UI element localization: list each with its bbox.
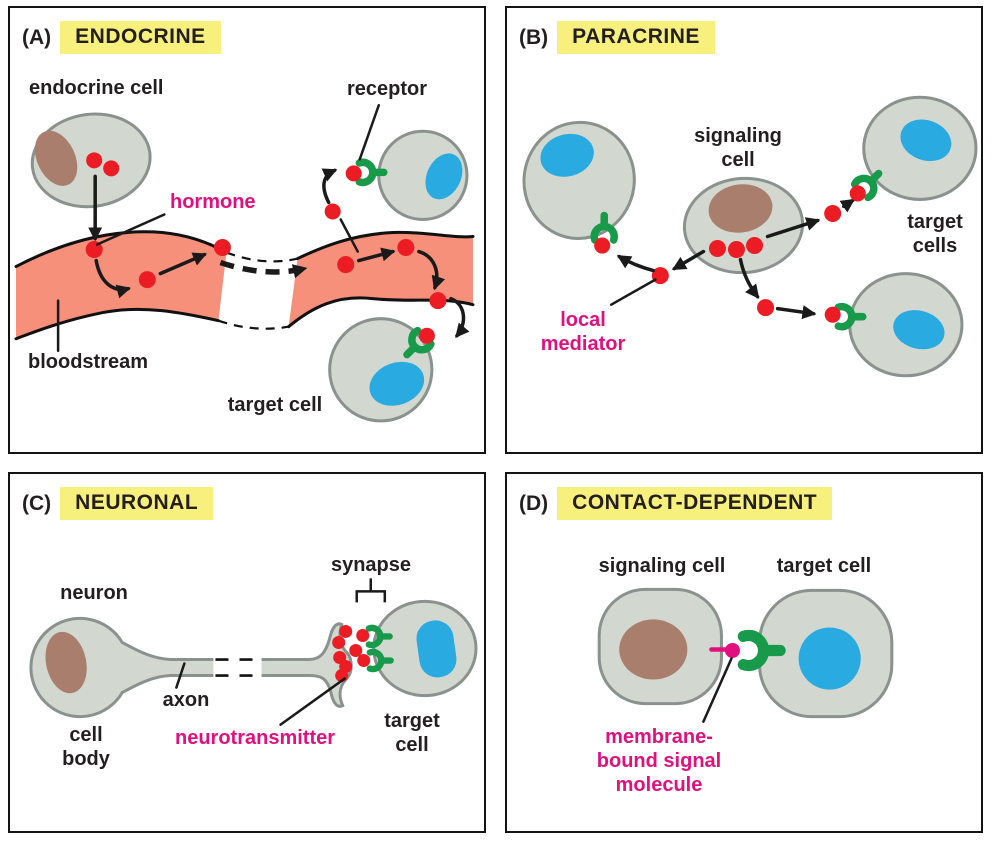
panel-a-letter: (A)	[22, 25, 52, 49]
target-cell-bottom-right-nucleus	[893, 310, 945, 350]
panel-endocrine: (A) ENDOCRINE endocrine cell receptor ho…	[8, 6, 486, 454]
target-cell-bottom-right	[824, 272, 964, 378]
panel-c-title-highlight: NEURONAL	[60, 487, 214, 520]
signaling-cell-nucleus	[708, 184, 773, 233]
target-cell-label: target cell	[776, 555, 872, 577]
neuron-nucleus	[45, 631, 87, 694]
neurotransmitter-label: neurotransmitter	[174, 727, 336, 749]
panel-neuronal: (C) NEURONAL neuron synapse axon cell bo…	[8, 472, 486, 833]
annotation-lines	[175, 578, 387, 726]
panel-a-graphic	[14, 103, 475, 423]
membrane-bound-signal-molecule-label: membrane- bound signal molecule	[596, 726, 722, 796]
target-cell-nucleus	[416, 620, 457, 678]
signaling-cell	[597, 587, 723, 706]
panel-paracrine: (B) PARACRINE signaling cell target cell…	[505, 6, 983, 454]
target-cells-label: target cells	[907, 211, 963, 257]
target-cell	[758, 588, 894, 719]
target-cell-upper-nucleus	[425, 153, 463, 200]
membrane-bound-signal-molecule-ball	[724, 642, 740, 659]
receptor-label: receptor	[346, 78, 428, 100]
target-cell	[372, 599, 478, 698]
target-cell-label: target cell	[384, 710, 440, 756]
panel-a-title: (A) ENDOCRINE	[22, 21, 221, 54]
synapse-label: synapse	[330, 554, 412, 576]
panel-d-title-highlight: CONTACT-DEPENDENT	[557, 487, 833, 520]
signaling-cell	[682, 176, 805, 275]
panel-c-letter: (C)	[22, 491, 52, 515]
synaptic-receptors	[356, 628, 390, 669]
panel-contact-dependent: (D) CONTACT-DEPENDENT signaling cell tar…	[505, 472, 983, 833]
panel-b-title-highlight: PARACRINE	[557, 21, 715, 54]
synapse-bracket	[355, 578, 387, 603]
panel-b-graphic	[522, 95, 978, 378]
panel-b-letter: (B)	[519, 25, 549, 49]
panel-c-graphic	[29, 578, 478, 726]
target-cell-lower	[328, 317, 435, 423]
target-cell-nucleus	[798, 627, 861, 690]
panel-d-graphic	[597, 587, 894, 723]
panel-c-title: (C) NEURONAL	[22, 487, 214, 520]
hormone-label: hormone	[170, 191, 256, 213]
target-cell-left	[522, 120, 636, 254]
hormone-secretion-path	[85, 174, 470, 338]
target-cell-left-nucleus	[540, 133, 594, 177]
blood-flow-arrow	[219, 259, 308, 279]
neurotransmitter-dots	[332, 624, 363, 683]
signaling-cell-label: signaling cell	[598, 555, 726, 577]
neuron-label: neuron	[60, 582, 128, 604]
panel-a-title-highlight: ENDOCRINE	[60, 21, 221, 54]
endocrine-cell	[30, 112, 152, 209]
contact-signaling-complex	[702, 635, 780, 723]
panel-d-title: (D) CONTACT-DEPENDENT	[519, 487, 833, 520]
panel-b-title: (B) PARACRINE	[519, 21, 715, 54]
panel-d-letter: (D)	[519, 491, 549, 515]
target-cell-label: target cell	[227, 394, 323, 416]
target-cell-top-right	[849, 95, 978, 201]
target-cell-lower-nucleus	[369, 361, 425, 406]
cell-body-label: cell body	[62, 724, 110, 770]
signaling-cell-label: signaling cell	[694, 125, 782, 171]
hormone-binding-path	[321, 168, 359, 253]
pointer-lines	[56, 103, 381, 353]
endocrine-cell-label: endocrine cell	[29, 77, 164, 99]
target-cell-top-right-nucleus	[900, 119, 952, 162]
neuron	[29, 616, 353, 719]
vessel-gap-dash-bottom	[218, 319, 289, 330]
signaling-cell-nucleus	[619, 619, 688, 680]
axon-label: axon	[162, 689, 210, 711]
vessel-gap-dash-top	[226, 251, 298, 263]
endocrine-cell-nucleus	[34, 130, 78, 186]
target-cell-upper	[345, 129, 469, 221]
local-mediator-paths	[609, 198, 856, 320]
local-mediator-label: local mediator	[540, 309, 626, 355]
bloodstream-label: bloodstream	[28, 351, 149, 373]
